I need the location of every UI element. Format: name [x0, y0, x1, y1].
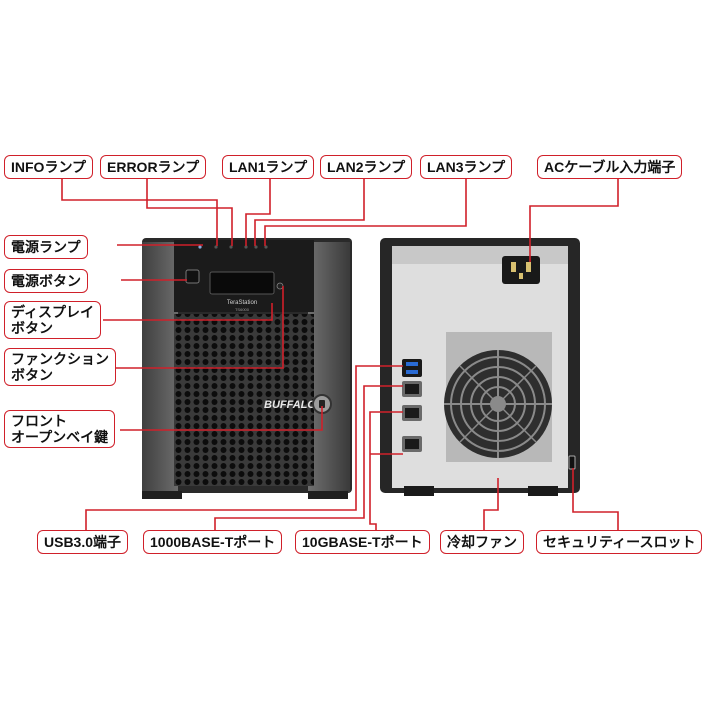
function-button-label-line2: ボタン — [11, 367, 53, 383]
ac-inlet-label: ACケーブル入力端子 — [537, 155, 683, 179]
lan1-lamp-label: LAN1ランプ — [222, 155, 315, 179]
error-lamp-label: ERRORランプ — [100, 155, 207, 179]
function-button-shape[interactable] — [276, 282, 284, 290]
lan2-lamp-label: LAN2ランプ — [320, 155, 413, 179]
usb-port-label: USB3.0端子 — [37, 530, 129, 554]
display-button-label-line1: ディスプレイ — [11, 304, 95, 320]
function-button-label: ファンクション ボタン — [4, 348, 116, 386]
security-slot-shape — [568, 455, 576, 470]
security-slot-label: セキュリティースロット — [536, 530, 703, 554]
power-button-shape[interactable] — [185, 269, 200, 284]
model-name-line2: TS6000 — [235, 307, 250, 312]
lan3-lamp-label: LAN3ランプ — [420, 155, 513, 179]
front-device-illustration: TeraStation TS6000 BUFFALO — [142, 238, 352, 499]
gbe-port-label: 1000BASE-Tポート — [143, 530, 283, 554]
usb-port-shape — [402, 359, 422, 377]
model-name-line1: TeraStation — [227, 300, 257, 306]
rear-device-illustration — [380, 238, 580, 496]
front-key-label-line2: オープンベイ鍵 — [11, 429, 109, 445]
display-button-label-line2: ボタン — [11, 320, 53, 336]
ac-inlet-shape — [502, 256, 540, 284]
front-key-label-line1: フロント — [11, 413, 67, 429]
power-button-label: 電源ボタン — [4, 269, 88, 293]
info-lamp-label: INFOランプ — [4, 155, 94, 179]
tengbe-port-label: 10GBASE-Tポート — [295, 530, 430, 554]
power-lamp-label: 電源ランプ — [4, 235, 88, 259]
function-button-label-line1: ファンクション — [11, 351, 109, 367]
front-key-label: フロント オープンベイ鍵 — [4, 410, 116, 448]
cooling-fan-label: 冷却ファン — [440, 530, 524, 554]
brand-logo: BUFFALO — [264, 399, 316, 411]
display-button-label: ディスプレイ ボタン — [4, 301, 102, 339]
